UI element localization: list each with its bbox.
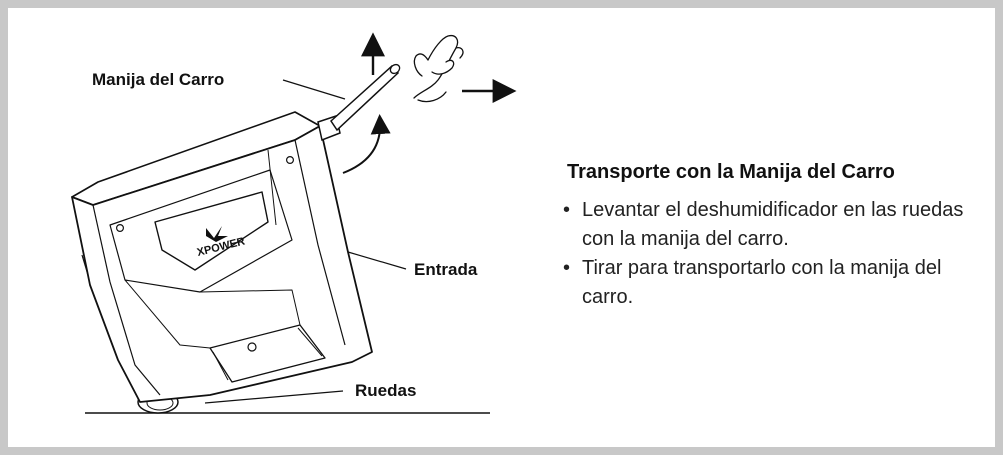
- inlet-callout: Entrada: [414, 260, 478, 279]
- curved-arrow-icon: [342, 114, 391, 174]
- handle-callout: Manija del Carro: [92, 70, 225, 89]
- instruction-text: Tirar para transportarlo con la manija d…: [582, 257, 942, 308]
- instruction-text: Levantar el deshumidificador en las rued…: [582, 199, 964, 250]
- dehumidifier-body: [71, 111, 373, 403]
- instruction-step: • Tirar para transportarlo con la manija…: [563, 254, 983, 312]
- hand-icon: [413, 34, 464, 103]
- instructions-title: Transporte con la Manija del Carro: [567, 161, 895, 183]
- instruction-step: • Levantar el deshumidificador en las ru…: [563, 196, 983, 254]
- cart-handle: [317, 63, 401, 142]
- wheels-callout: Ruedas: [355, 381, 417, 400]
- leader-handle: [282, 79, 346, 100]
- bullet-icon: •: [563, 257, 571, 279]
- instruction-list: • Levantar el deshumidificador en las ru…: [563, 196, 983, 312]
- leader-wheels: [204, 390, 344, 404]
- bullet-icon: •: [563, 199, 571, 221]
- leader-inlet: [347, 251, 407, 270]
